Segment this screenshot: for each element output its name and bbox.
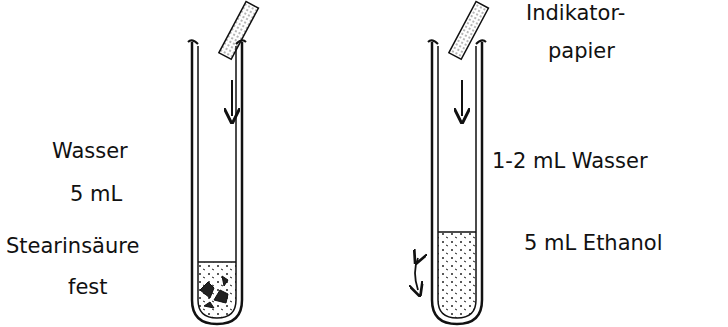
label-text: fest (68, 276, 108, 299)
label-text: Indikator- (526, 2, 625, 25)
test-tube-left (188, 2, 258, 324)
label-text: 1-2 mL Wasser (492, 150, 648, 173)
label-text: Wasser (52, 140, 128, 163)
label-text: papier (548, 40, 615, 63)
label-text: 5 mL Ethanol (524, 232, 663, 255)
label-text: 5 mL (70, 183, 122, 206)
test-tube-right (415, 2, 488, 324)
label-text: Stearinsäure (6, 235, 139, 258)
